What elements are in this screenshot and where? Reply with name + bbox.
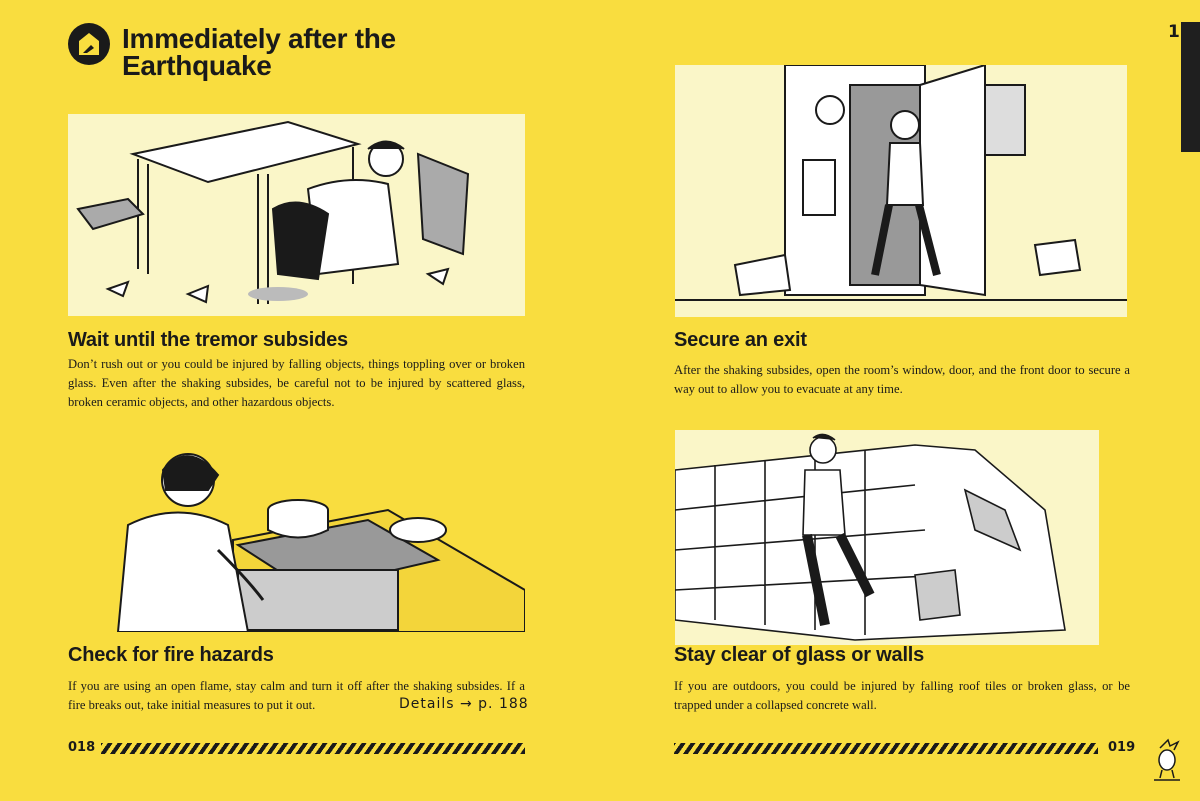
section-body-wait: Don’t rush out or you could be injured b…	[68, 357, 525, 409]
chapter-number: 1	[1168, 22, 1180, 42]
page-title: Immediately after the Earthquake	[122, 23, 396, 81]
details-link[interactable]: Details → p. 188	[399, 696, 529, 712]
section-title-glass: Stay clear of glass or walls	[674, 644, 925, 666]
hazard-stripe-right	[674, 743, 1098, 754]
section-body-fire: If you are using an open flame, stay cal…	[68, 679, 525, 712]
illustration-under-table	[68, 114, 525, 316]
mascot-icon	[1150, 738, 1184, 787]
section-body-glass: If you are outdoors, you could be injure…	[674, 679, 1130, 712]
illustration-stove	[68, 430, 525, 632]
illustration-open-door	[675, 65, 1127, 317]
page-number-left: 018	[68, 740, 96, 755]
section-title-exit: Secure an exit	[674, 329, 807, 351]
illustration-collapsing-wall	[675, 430, 1099, 645]
section-body-exit: After the shaking subsides, open the roo…	[674, 363, 1130, 396]
page-number-right: 019	[1108, 740, 1136, 755]
section-title-wait: Wait until the tremor subsides	[68, 329, 348, 351]
house-icon	[68, 23, 110, 65]
chapter-tab	[1181, 22, 1200, 152]
hazard-stripe-left	[101, 743, 525, 754]
section-title-fire: Check for fire hazards	[68, 644, 274, 666]
